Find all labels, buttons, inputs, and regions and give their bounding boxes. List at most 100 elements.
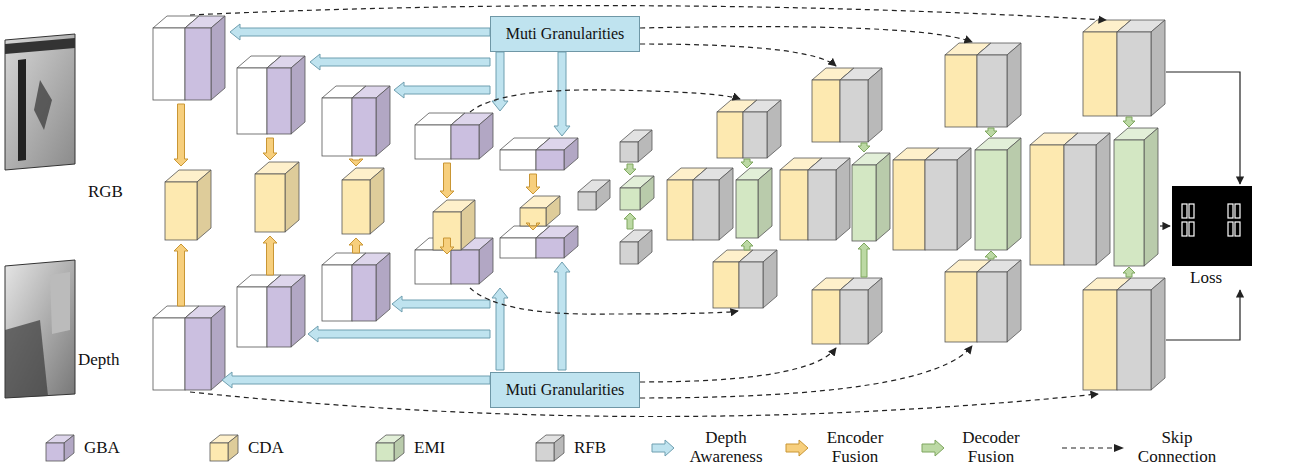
cube-front (977, 55, 1007, 127)
cube-side (638, 130, 652, 162)
skip-connection (640, 346, 972, 398)
cube-side (546, 196, 560, 226)
cube-side (876, 153, 890, 241)
cube-front (536, 238, 564, 258)
cube-front (667, 180, 693, 240)
cube-front (185, 28, 211, 100)
cube-side-shade (291, 56, 305, 134)
input-label: Depth (78, 350, 120, 370)
encoder-fusion-arrow (526, 174, 540, 194)
cube-side-shade (546, 196, 560, 226)
cube-side-shade (479, 238, 493, 284)
module-box: Muti Granularities (490, 372, 640, 408)
output-arrow (1160, 225, 1170, 226)
output-object (1189, 204, 1194, 218)
depth-image-detail (5, 320, 48, 398)
swatch-side-shade (554, 435, 564, 461)
supervision-arrow (1166, 290, 1240, 340)
depth-awareness-arrow (492, 288, 508, 370)
cube-side-shade (638, 130, 652, 162)
cube-front (185, 318, 211, 390)
cube-side (1007, 260, 1021, 342)
cube-front (1117, 290, 1151, 390)
cube-side (836, 158, 850, 240)
depth-awareness-arrow (230, 24, 490, 40)
cube-side-shade (376, 253, 390, 321)
cube-front (267, 287, 291, 347)
encoder-fusion-arrow (440, 163, 454, 198)
encoder-fusion-arrow (263, 138, 277, 160)
legend-sample-art (784, 438, 810, 458)
cube-side-shade (1007, 138, 1021, 250)
cube-side (370, 168, 384, 234)
output-label: Loss (1190, 268, 1222, 288)
cube-front (237, 68, 267, 134)
cube-side-shade (957, 148, 971, 250)
module-box: Muti Granularities (490, 16, 640, 52)
swatch-front (376, 443, 394, 461)
cube-side-shade (291, 275, 305, 347)
cube-front (255, 174, 285, 232)
legend-text: Encoder Fusion (818, 429, 892, 466)
cube-front (808, 170, 836, 240)
output-object (1189, 222, 1194, 236)
legend-arrow-sample (784, 438, 810, 458)
sample-dash (1062, 447, 1116, 448)
cube-front (1117, 32, 1151, 116)
legend-swatch (374, 433, 406, 463)
legend-swatch (208, 433, 240, 463)
cube-side (1007, 138, 1021, 250)
cube-front (893, 160, 925, 250)
cube-side (291, 275, 305, 347)
rgb-image-detail (5, 38, 75, 54)
cube-front (693, 180, 719, 240)
cube-side-shade (197, 170, 211, 240)
swatch-front (536, 443, 554, 461)
cube-front (743, 112, 767, 158)
encoder-fusion-arrow (174, 104, 188, 166)
decoder-fusion-arrow (1123, 117, 1135, 127)
cube-side (763, 250, 777, 308)
cube-front (620, 142, 638, 162)
legend-arrow-sample (650, 438, 676, 458)
decoder-fusion-arrow (624, 213, 636, 229)
decoder-fusion-arrow (741, 159, 753, 168)
legend-sample-art (650, 438, 676, 458)
cube-front (520, 208, 546, 226)
cube-side-shade (767, 100, 781, 158)
legend-sample-art (534, 433, 566, 463)
skip-connection (640, 44, 836, 66)
legend-swatch (44, 433, 76, 463)
legend-item: EMI (374, 428, 445, 468)
output-object (1235, 222, 1240, 236)
cube-front (153, 28, 185, 100)
module-name: Muti Granularities (506, 25, 625, 43)
cube-side (376, 253, 390, 321)
cube-front (620, 242, 638, 264)
cube-side-shade (1007, 43, 1021, 127)
legend-text: Depth Awareness (684, 429, 768, 466)
cube-side (767, 100, 781, 158)
cube-side (640, 176, 654, 210)
cube-front (1030, 145, 1064, 265)
legend-item: Depth Awareness (650, 428, 768, 468)
encoder-fusion-arrow (263, 236, 277, 275)
legend-text: RFB (574, 439, 606, 458)
depth-awareness-arrow (492, 52, 508, 111)
cube-side (638, 230, 652, 264)
depth-image-detail (50, 272, 70, 334)
cube-side-shade (1151, 20, 1165, 116)
cube-side-shade (596, 180, 610, 210)
swatch-side (554, 435, 564, 461)
depth-image (5, 260, 75, 398)
sample-head (1114, 444, 1124, 452)
cube-side (197, 170, 211, 240)
encoder-fusion-arrow (174, 244, 188, 306)
cube-side-shade (763, 250, 777, 308)
legend-item: GBA (44, 428, 120, 468)
cube-front (500, 150, 536, 170)
rgb-image (5, 34, 75, 170)
cube-side-shade (640, 176, 654, 210)
cube-front (165, 182, 197, 240)
